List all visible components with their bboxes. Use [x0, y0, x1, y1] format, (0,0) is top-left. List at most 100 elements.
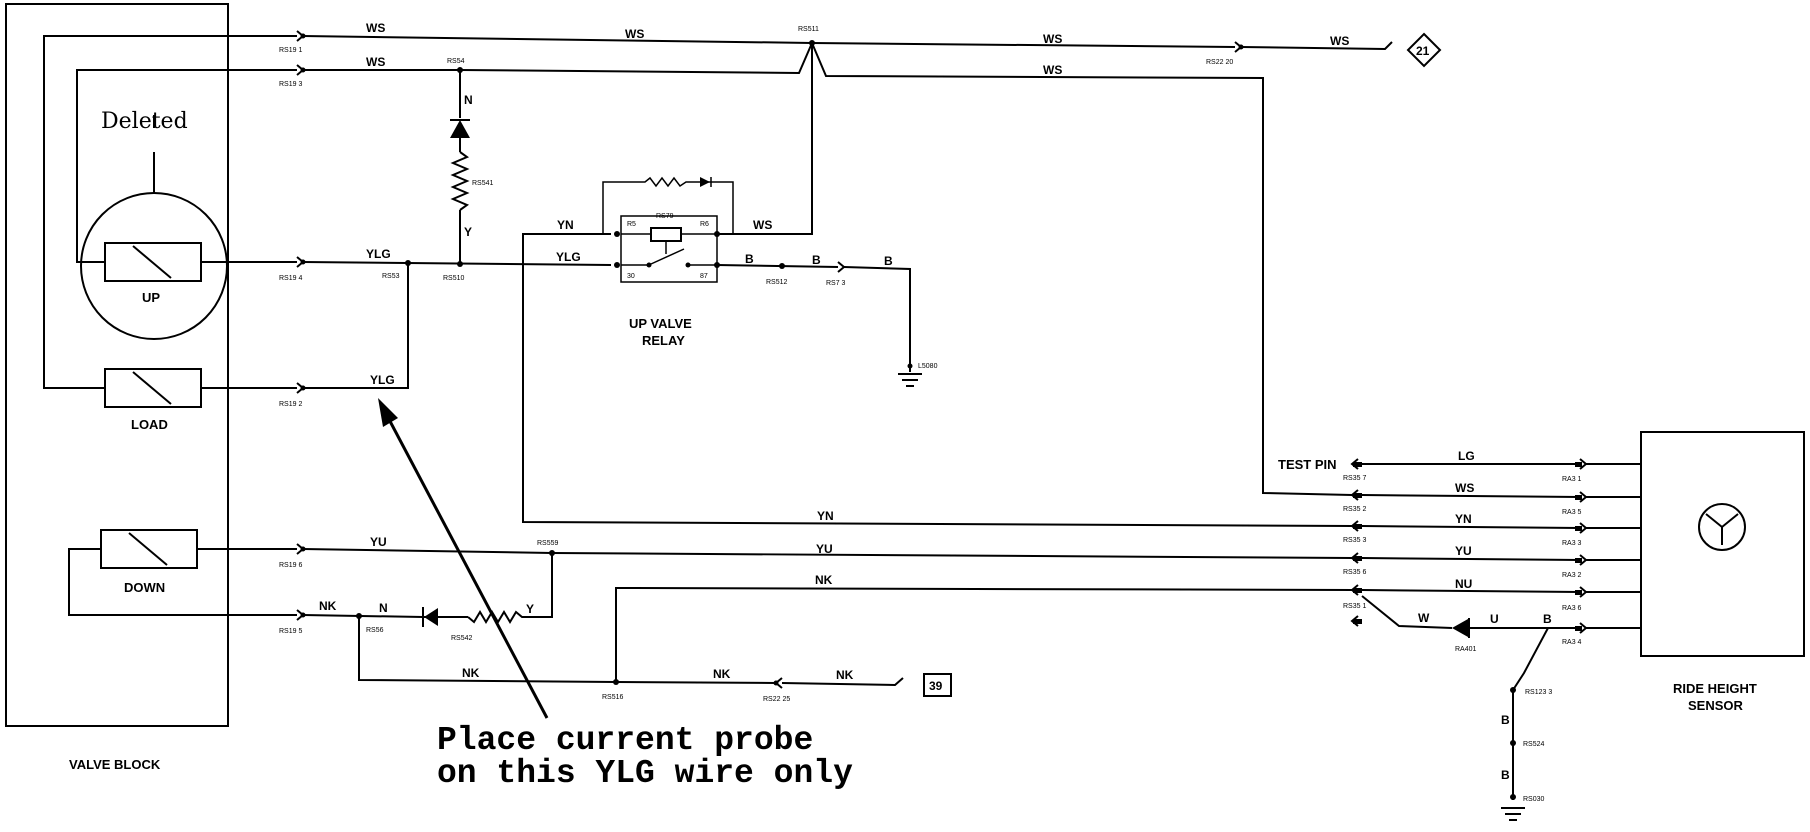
- diode-rs542: [424, 608, 438, 626]
- ref-39-badge[interactable]: 39: [923, 673, 952, 697]
- ylg-wires: YLG YLG RS53 RS510 YLG: [302, 247, 612, 389]
- svg-text:39: 39: [929, 679, 943, 693]
- ylg-label-1: YLG: [366, 247, 391, 261]
- up-label: UP: [142, 290, 160, 305]
- pin-rs19-5: RS19 5: [279, 628, 302, 635]
- pin-rs35-7: RS35 7: [1343, 475, 1366, 482]
- nk-label-4: NK: [836, 668, 854, 682]
- pin-rs35-2: RS35 2: [1343, 506, 1366, 513]
- pin-ra3-2: RA3 2: [1562, 572, 1582, 579]
- svg-text:21: 21: [1416, 44, 1430, 58]
- valve-block: VALVE BLOCK Deleted UP LOAD DOWN: [5, 3, 297, 772]
- n-label-2: N: [379, 601, 388, 615]
- sensor-icon: [1698, 503, 1746, 551]
- w-label: W: [1418, 611, 1430, 625]
- yu-label-3: YU: [1455, 544, 1472, 558]
- nk-label-3: NK: [713, 667, 731, 681]
- pin-rs56: RS56: [366, 627, 384, 634]
- annotation-line-2: on this YLG wire only: [437, 755, 853, 792]
- pin-ra3-5: RA3 5: [1562, 509, 1582, 516]
- nk-label-1: NK: [319, 599, 337, 613]
- pin-ra3-4: RA3 4: [1562, 639, 1582, 646]
- relay-coil: [650, 227, 682, 242]
- b-label-1: B: [745, 252, 754, 266]
- pin-rs579: RS79: [656, 213, 674, 220]
- diode-ra401: [1452, 619, 1468, 637]
- ws-label-2: WS: [625, 27, 644, 41]
- yn-wire: YN YN: [522, 218, 1353, 527]
- pin-rs35-3: RS35 3: [1343, 537, 1366, 544]
- b-label-4: B: [1543, 612, 1552, 626]
- ws-label-5: WS: [366, 55, 385, 69]
- yu-label-1: YU: [370, 535, 387, 549]
- pin-ra401: RA401: [1455, 646, 1477, 653]
- y-label-1: Y: [464, 225, 472, 239]
- b-label-2: B: [812, 253, 821, 267]
- ws-label-3: WS: [1043, 32, 1062, 46]
- ride-height-sensor: RIDE HEIGHT SENSOR: [1640, 431, 1805, 713]
- load-label: LOAD: [131, 417, 168, 432]
- lg-label: LG: [1458, 449, 1475, 463]
- resistor-rs542: [467, 610, 535, 624]
- pin-rs522-25: RS22 25: [763, 696, 790, 703]
- nu-label: NU: [1455, 577, 1472, 591]
- valve-block-label: VALVE BLOCK: [69, 757, 161, 772]
- pin-rs19-4: RS19 4: [279, 275, 302, 282]
- pin-rs559: RS559: [537, 540, 559, 547]
- ylg-label-2: YLG: [556, 250, 581, 264]
- yu-wires: YU YU RS559 Y RS542 N NK RS56: [302, 535, 1353, 642]
- pin-rs541: RS541: [472, 180, 494, 187]
- probe-annotation: Place current probe on this YLG wire onl…: [378, 398, 853, 792]
- ref-21-badge[interactable]: 21: [1406, 32, 1442, 68]
- pin-rs522-20: RS22 20: [1206, 59, 1233, 66]
- pin-rs35-1: RS35 1: [1343, 603, 1366, 610]
- u-label: U: [1490, 612, 1499, 626]
- annotation-arrow: [381, 407, 549, 719]
- n-label-1: N: [464, 93, 473, 107]
- pin-rs030: RS030: [1523, 796, 1545, 803]
- down-label: DOWN: [124, 580, 165, 595]
- pin-rs19-1: RS19 1: [279, 47, 302, 54]
- nk-label-5: NK: [815, 573, 833, 587]
- annotation-arrowhead: [378, 398, 398, 427]
- pin-rs512: RS512: [766, 279, 788, 286]
- pin-rs57-3: RS7 3: [826, 280, 846, 287]
- yn-label-1: YN: [557, 218, 574, 232]
- relay-diode: [700, 177, 710, 187]
- pin-rs19-3: RS19 3: [279, 81, 302, 88]
- b-label-6: B: [1501, 768, 1510, 782]
- pin-l5080: L5080: [918, 363, 938, 370]
- sensor-label-1: RIDE HEIGHT: [1673, 681, 1757, 696]
- pin-rs54: RS54: [447, 58, 465, 65]
- relay-pin-30: 30: [627, 273, 635, 280]
- b-label-5: B: [1501, 713, 1510, 727]
- yn-label-2: YN: [817, 509, 834, 523]
- relay-pin-r6: R6: [700, 221, 709, 228]
- relay-pin-87: 87: [700, 273, 708, 280]
- ws-wires: WS WS WS RS511 RS22 20 WS 21 WS WS RS54 …: [302, 21, 1442, 496]
- ws-label-6: WS: [1043, 63, 1062, 77]
- rs541-branch: N RS541 Y: [450, 70, 494, 264]
- probe-ylg-wire[interactable]: [303, 263, 409, 389]
- pin-rs123-3: RS123 3: [1525, 689, 1552, 696]
- relay-pin-r5: R5: [627, 221, 636, 228]
- pin-ra3-6: RA3 6: [1562, 605, 1582, 612]
- pin-ra3-1: RA3 1: [1562, 476, 1582, 483]
- pin-rs511: RS511: [798, 26, 819, 33]
- ws-label-1: WS: [366, 21, 385, 35]
- ws-label-7: WS: [753, 218, 772, 232]
- pin-rs510: RS510: [443, 275, 465, 282]
- pin-ra3-3: RA3 3: [1562, 540, 1582, 547]
- sensor-harness: TEST PIN RS35 7 RS35 2 RS35 3 RS35 6 RS3…: [1278, 449, 1641, 821]
- relay-label-1: UP VALVE: [629, 316, 692, 331]
- test-pin-label[interactable]: TEST PIN: [1278, 457, 1337, 472]
- pin-rs19-6: RS19 6: [279, 562, 302, 569]
- zener-diode: [450, 120, 470, 138]
- sensor-label-2: SENSOR: [1688, 698, 1744, 713]
- yu-label-2: YU: [816, 542, 833, 556]
- ws-label-4: WS: [1330, 34, 1349, 48]
- pin-rs524: RS524: [1523, 741, 1545, 748]
- deleted-note: Deleted: [101, 109, 188, 134]
- ylg-label-3: YLG: [370, 373, 395, 387]
